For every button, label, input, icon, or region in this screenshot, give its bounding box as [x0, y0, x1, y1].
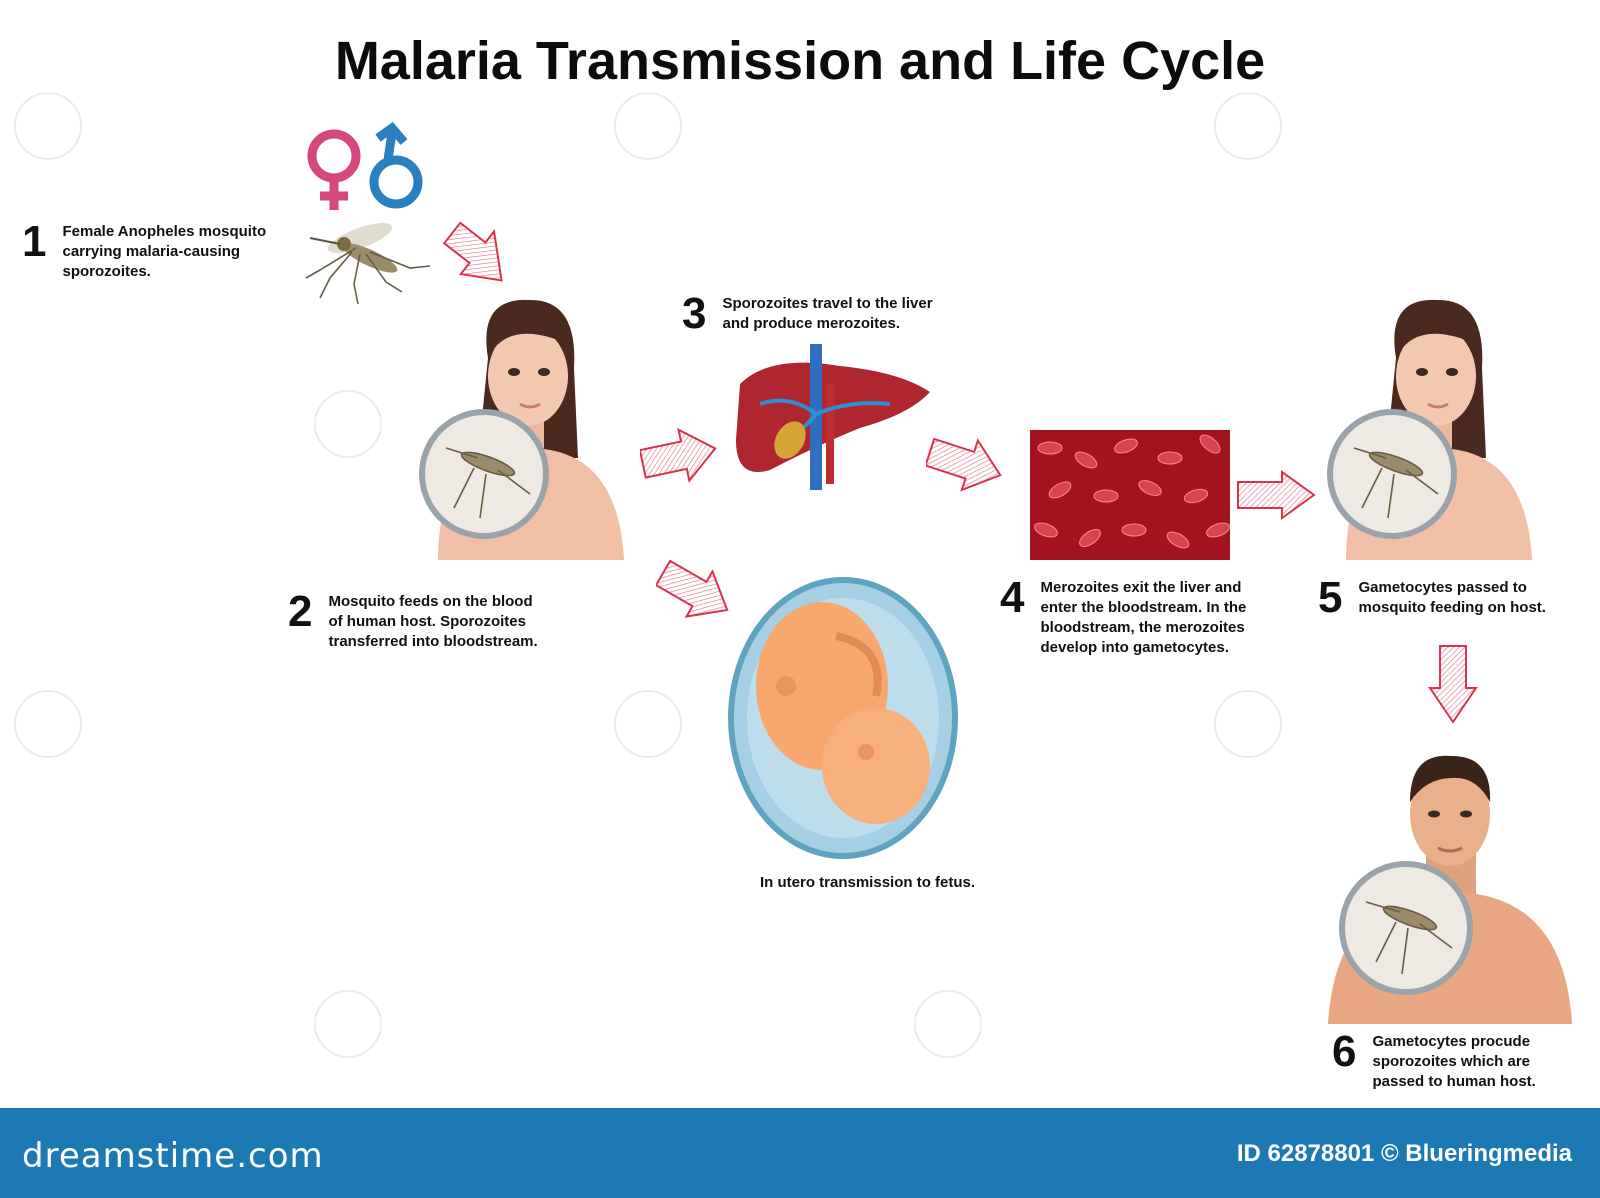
- watermark-mark: [14, 92, 82, 160]
- step-number: 1: [22, 217, 47, 266]
- step-2: 2 Mosquito feeds on the blood of human h…: [288, 590, 538, 652]
- flow-arrow-2-to-fetus: [656, 560, 729, 618]
- step-number: 2: [288, 587, 313, 636]
- woman-host-illustration: [1327, 299, 1532, 560]
- step-3: 3 Sporozoites travel to the liver and pr…: [682, 292, 933, 336]
- step-4: 4 Merozoites exit the liver and enter th…: [1000, 576, 1246, 658]
- male-symbol-icon: [369, 122, 423, 209]
- footer-bar: dreamstime.com ID 62878801 © Blueringmed…: [0, 1108, 1600, 1198]
- step-text: Female Anopheles mosquito carrying malar…: [62, 223, 267, 280]
- man-host-illustration: [1328, 755, 1572, 1024]
- step-5: 5 Gametocytes passed to mosquito feeding…: [1318, 576, 1546, 620]
- watermark-mark: [314, 390, 382, 458]
- step-number: 4: [1000, 573, 1025, 622]
- fetus-illustration: [728, 577, 958, 859]
- woman-host-illustration: [419, 299, 624, 560]
- step-text: Sporozoites travel to the liver and prod…: [722, 295, 933, 332]
- step-text: Merozoites exit the liver and enter the …: [1040, 579, 1247, 656]
- flow-arrow-4-to-5: [1237, 470, 1316, 520]
- female-symbol-icon: [307, 129, 361, 210]
- watermark-mark: [914, 990, 982, 1058]
- watermark-mark: [1214, 690, 1282, 758]
- watermark-mark: [614, 690, 682, 758]
- step-text: Mosquito feeds on the blood of human hos…: [328, 593, 538, 650]
- flow-arrow-3-to-4: [926, 437, 1002, 492]
- step-number: 6: [1332, 1027, 1357, 1076]
- step-1: 1 Female Anopheles mosquito carrying mal…: [22, 220, 266, 282]
- mosquito-icon: [305, 223, 431, 305]
- step-text: Gametocytes procude sporozoites which ar…: [1372, 1033, 1536, 1090]
- watermark-mark: [314, 990, 382, 1058]
- liver-illustration: [736, 344, 930, 490]
- step-6: 6 Gametocytes procude sporozoites which …: [1332, 1030, 1536, 1092]
- blood-cells-illustration: [1030, 430, 1230, 560]
- step-number: 3: [682, 289, 707, 338]
- step-number: 5: [1318, 573, 1343, 622]
- step-text: Gametocytes passed to mosquito feeding o…: [1358, 579, 1546, 616]
- watermark-mark: [1214, 92, 1282, 160]
- watermark-mark: [614, 92, 682, 160]
- footer-brand: dreamstime.com: [22, 1136, 324, 1176]
- gender-symbols-icon: [307, 122, 423, 210]
- fetus-caption: In utero transmission to fetus.: [760, 874, 976, 891]
- flow-arrow-5-to-6: [1428, 645, 1478, 724]
- flow-arrow-1-to-2: [442, 222, 503, 282]
- flow-arrow-2-to-3: [640, 428, 717, 483]
- page-title: Malaria Transmission and Life Cycle: [334, 31, 1266, 91]
- watermark-mark: [14, 690, 82, 758]
- footer-credit: ID 62878801 © Blueringmedia: [1236, 1140, 1572, 1167]
